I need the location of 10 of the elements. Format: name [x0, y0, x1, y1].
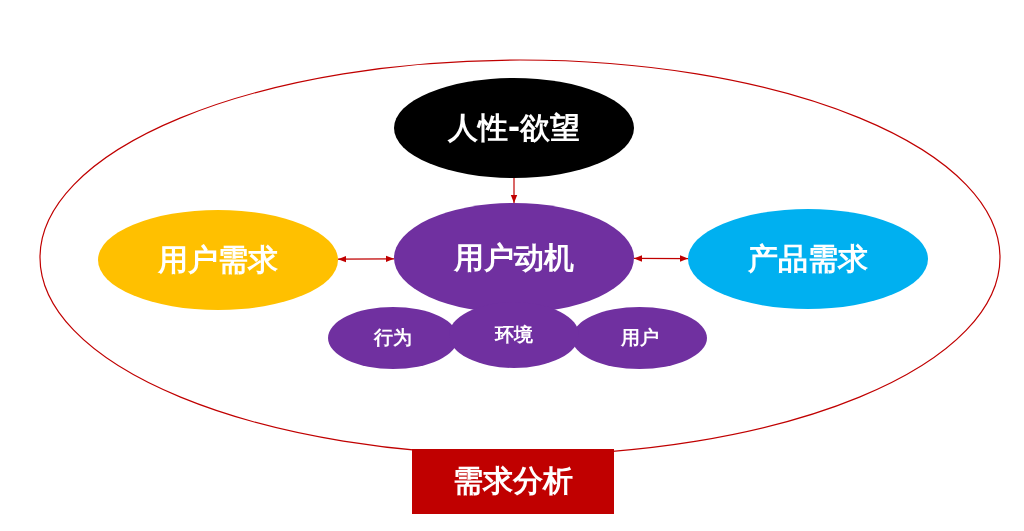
ellipse-node: 产品需求: [688, 209, 928, 309]
ellipse-node: 用户: [572, 307, 707, 369]
arrow: [633, 255, 689, 262]
arrow: [510, 177, 518, 204]
title-box: 需求分析: [412, 449, 614, 514]
ellipse-node: 人性-欲望: [394, 78, 634, 178]
oval-frame: [40, 60, 1000, 455]
ellipse-node: 用户需求: [98, 210, 338, 310]
arrow: [337, 255, 395, 263]
ellipse-node: 用户动机: [394, 203, 634, 313]
